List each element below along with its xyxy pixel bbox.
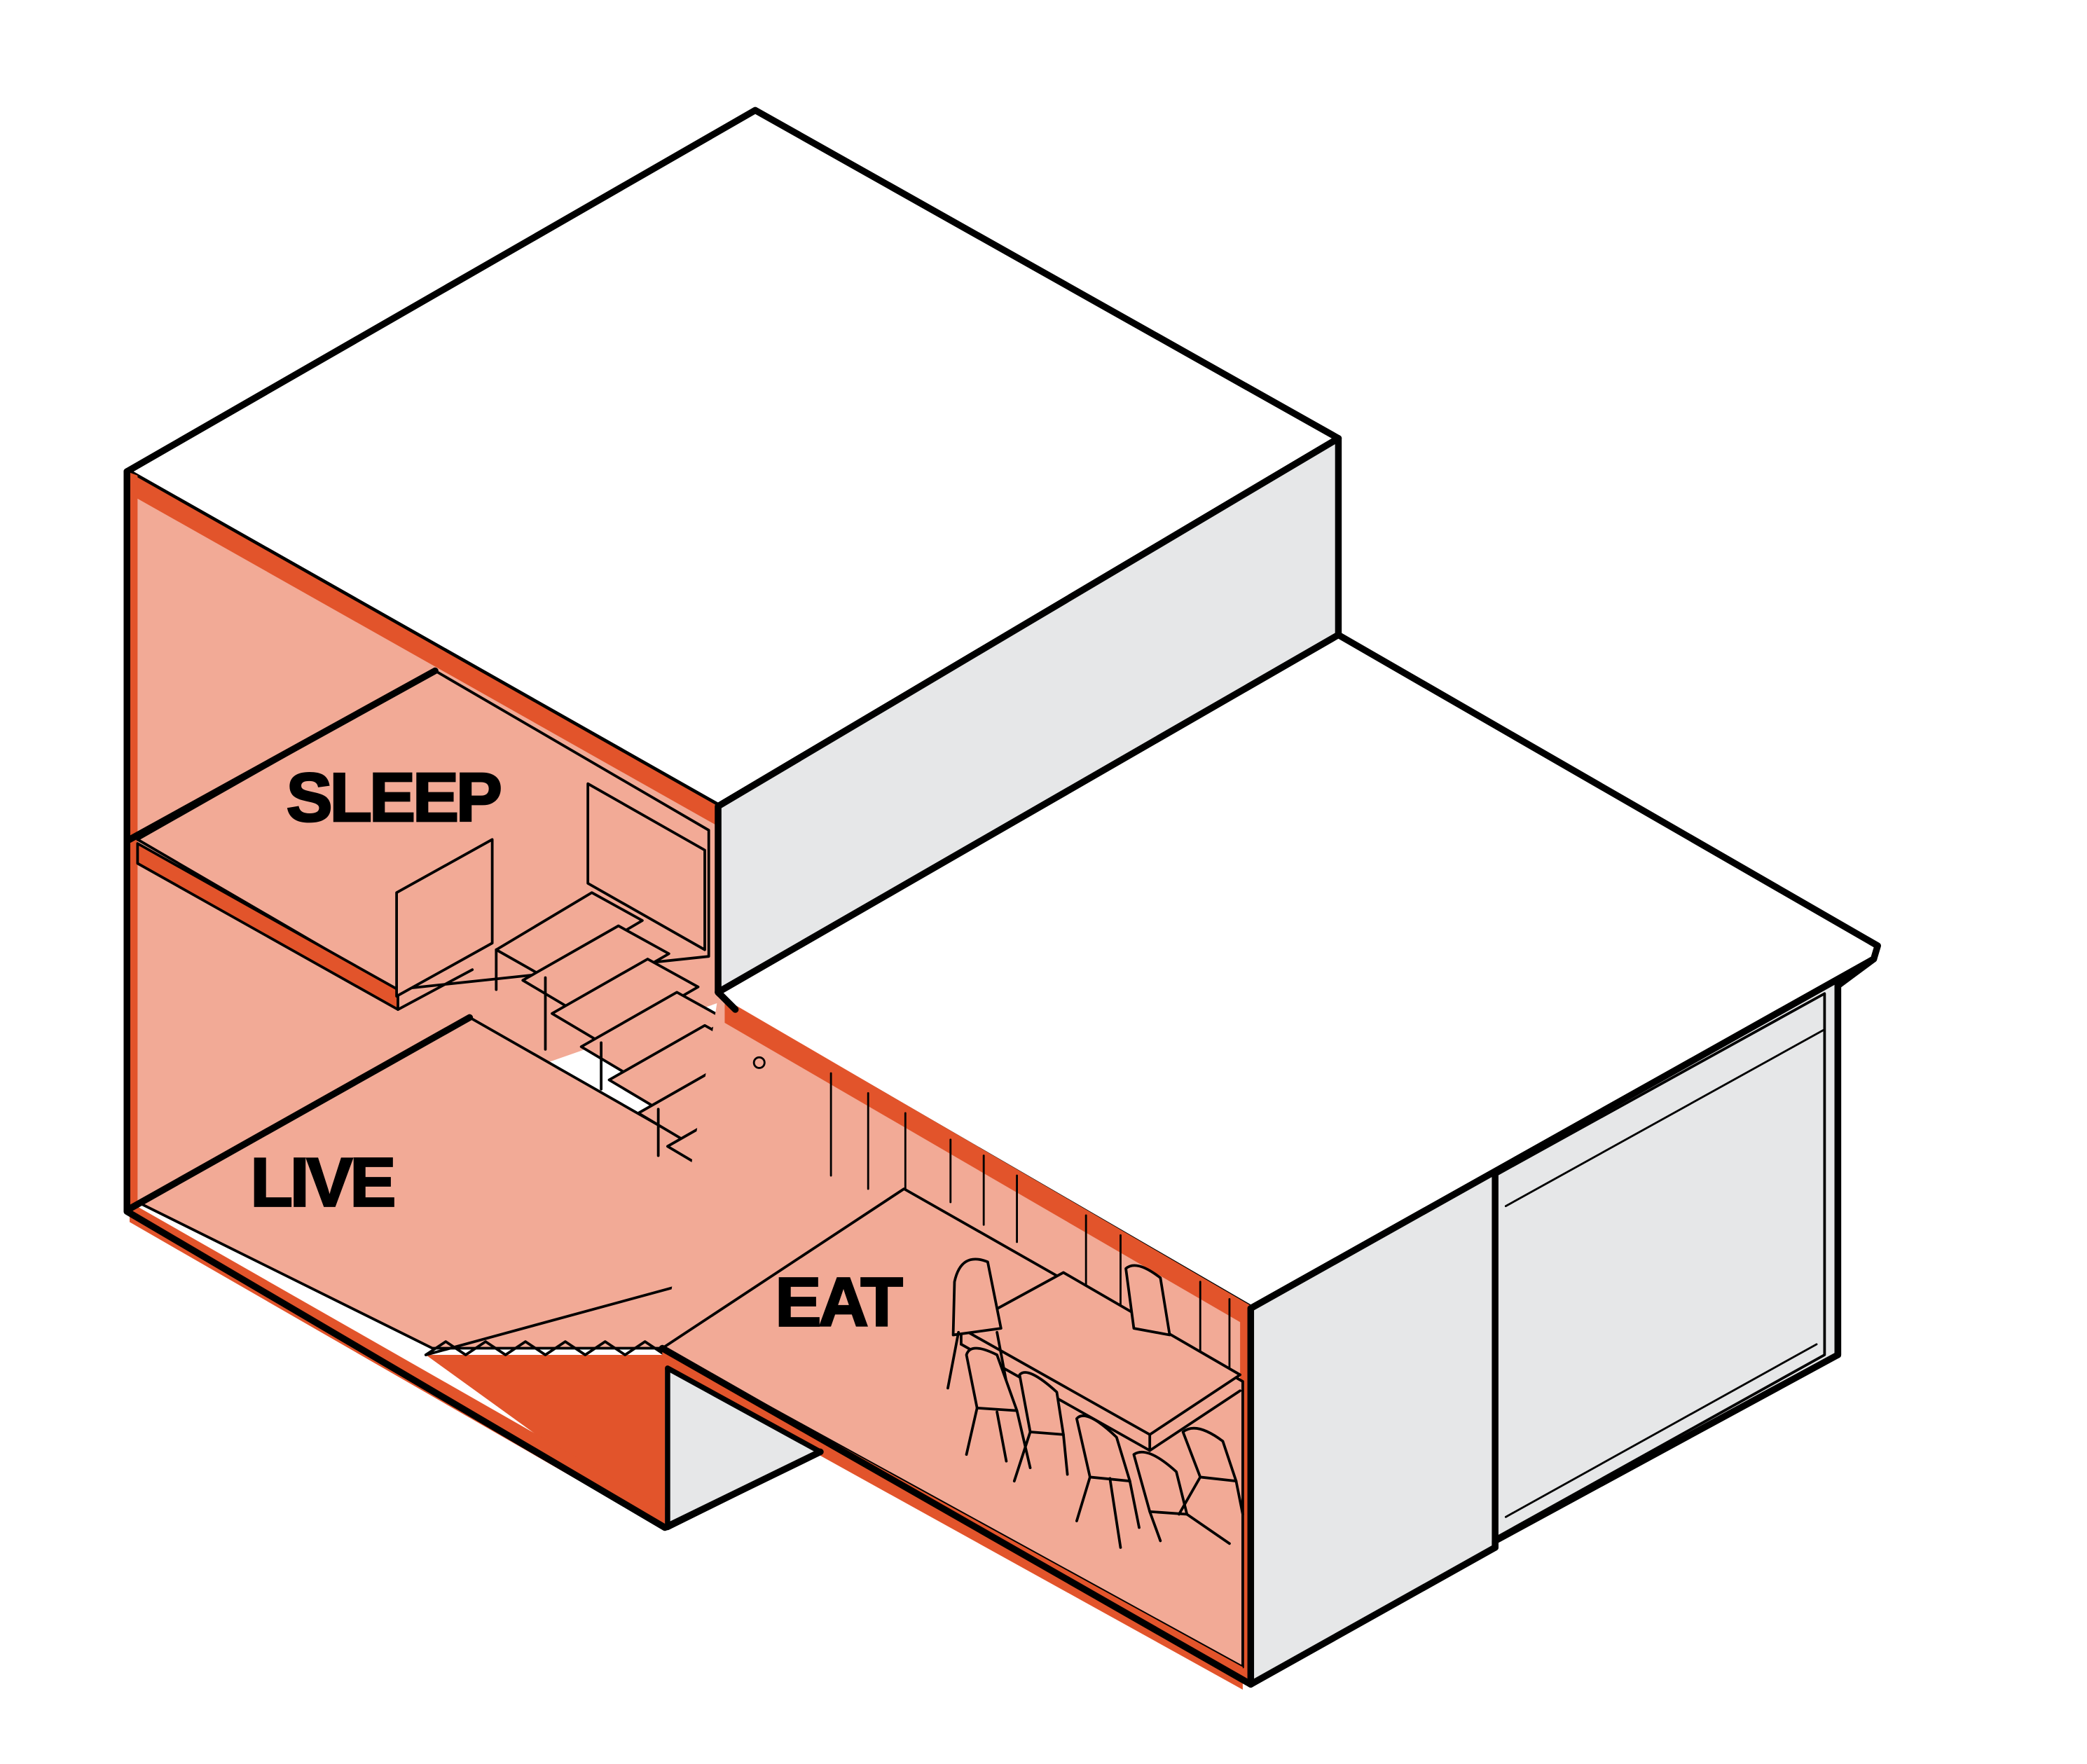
label-sleep: SLEEP: [287, 759, 500, 836]
sunken-steps: [424, 1276, 710, 1356]
label-eat: EAT: [775, 1263, 902, 1340]
sliding-door-rail-lower: [1504, 1343, 1818, 1518]
sliding-door-rail: [1504, 1028, 1826, 1208]
dining-chairs: [946, 1257, 1244, 1549]
kitchen-cabinets: [752, 1056, 1231, 1374]
sleep-partition-right: [586, 782, 706, 951]
sleep-floor-edge: [397, 968, 474, 1011]
tall-block-cut-edge: [129, 473, 718, 827]
low-block-cut-roof-edge: [724, 998, 1251, 1329]
label-live: LIVE: [251, 1144, 394, 1221]
sleep-partition-left: [395, 838, 494, 998]
building-outline: [123, 468, 1842, 1688]
